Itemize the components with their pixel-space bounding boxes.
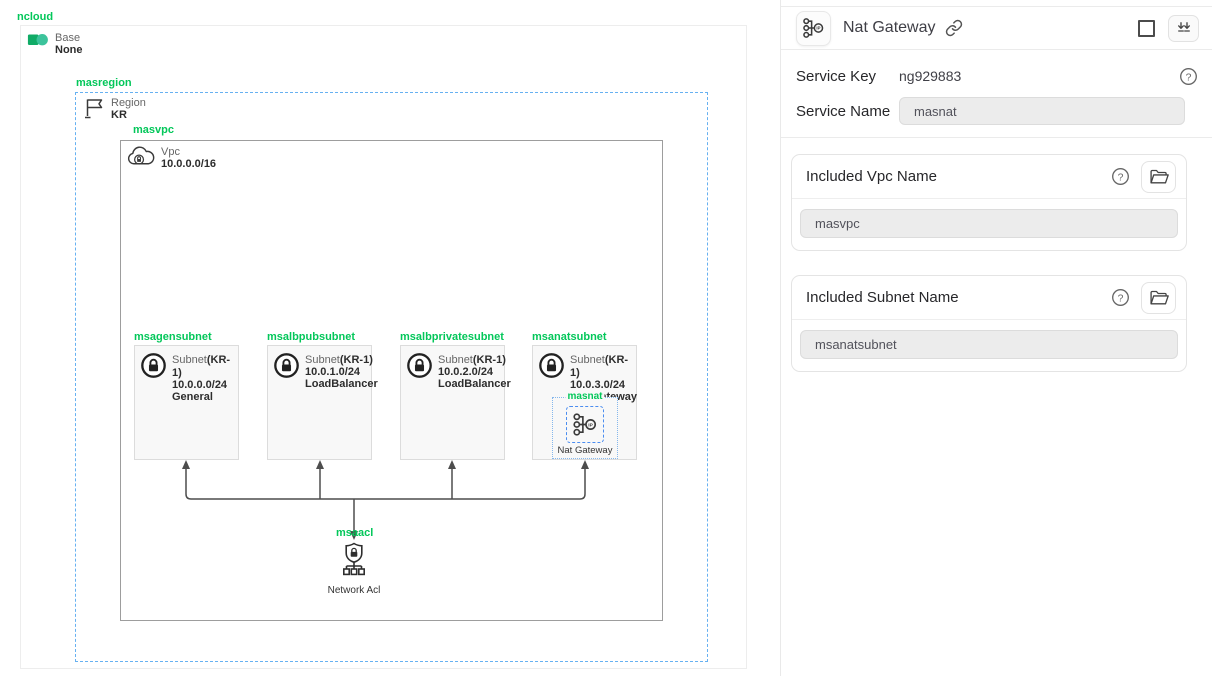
nat-group-label: masnat — [565, 391, 605, 403]
subnet-cidr: 10.0.1.0/24 — [305, 366, 361, 378]
base-node-value: None — [55, 44, 83, 56]
panel-header: IP Nat Gateway — [781, 7, 1212, 50]
subnet-label: Subnet — [305, 354, 340, 366]
vpc-node-value: 10.0.0.0/16 — [161, 158, 217, 170]
subnet-group-label: msalbpubsubnet — [267, 331, 356, 343]
subnet-purpose: General — [172, 391, 213, 403]
subnet-lock-icon — [273, 352, 300, 379]
svg-text:?: ? — [1186, 72, 1192, 83]
subnet-cidr: 10.0.3.0/24 — [570, 379, 626, 391]
help-circle-icon[interactable]: ? — [1111, 288, 1130, 307]
vpc-cloud-lock-icon — [126, 145, 155, 169]
subnet-lock-icon — [406, 352, 433, 379]
included-subnet-card-body — [792, 319, 1186, 371]
subnet-label: Subnet — [438, 354, 473, 366]
region-group-box[interactable] — [75, 92, 708, 662]
subnet-node[interactable]: Subnet(KR-1) 10.0.0.0/24 General — [134, 345, 239, 460]
service-key-row: Service Key ng929883 ? — [796, 61, 1198, 91]
subnet-cidr: 10.0.2.0/24 — [438, 366, 494, 378]
subnet-zone: (KR-1) — [172, 354, 231, 379]
subnet-group-label: msanatsubnet — [532, 331, 607, 343]
nat-gateway-icon: IP — [802, 17, 825, 39]
base-node[interactable]: Base None — [27, 31, 83, 56]
subnet-node[interactable]: Subnet(KR-1) 10.0.3.0/24 NATGateway masn… — [532, 345, 637, 460]
vpc-group-label: masvpc — [133, 124, 174, 136]
diagram-canvas[interactable]: ncloud Base None masregion — [0, 0, 780, 676]
acl-node-caption: Network Acl — [327, 585, 381, 596]
included-vpc-card: Included Vpc Name ? — [791, 154, 1187, 251]
subnet-purpose: LoadBalancer — [305, 378, 378, 390]
open-vpc-button[interactable] — [1141, 160, 1176, 193]
square-icon[interactable] — [1138, 19, 1155, 37]
subnet-label: Subnet — [172, 354, 207, 366]
ncloud-group-label: ncloud — [17, 11, 54, 23]
help-circle-icon[interactable]: ? — [1179, 67, 1198, 86]
nat-gateway-node[interactable]: masnat IP Nat Gateway — [552, 391, 618, 459]
collapse-all-icon — [1175, 20, 1193, 36]
folder-open-icon — [1149, 168, 1169, 186]
nat-gateway-chip: IP — [796, 10, 831, 46]
svg-text:IP: IP — [588, 422, 593, 428]
subnet-lock-icon — [140, 352, 167, 379]
acl-group-label: msaacl — [336, 527, 374, 539]
base-icon — [27, 31, 49, 49]
subnet-zone: (KR-1) — [570, 354, 629, 379]
svg-text:?: ? — [1118, 293, 1124, 304]
service-name-label: Service Name — [796, 102, 891, 120]
service-name-input[interactable] — [899, 97, 1185, 125]
region-flag-icon — [83, 96, 105, 120]
nat-gateway-icon-box[interactable]: IP — [566, 406, 604, 443]
included-subnet-card: Included Subnet Name ? — [791, 275, 1187, 372]
vpc-node-label: Vpc — [161, 146, 180, 158]
subnet-node[interactable]: Subnet(KR-1) 10.0.1.0/24 LoadBalancer — [267, 345, 378, 460]
panel-title: Nat Gateway — [843, 19, 936, 36]
nat-node-caption: Nat Gateway — [557, 445, 613, 456]
subnet-node[interactable]: Subnet(KR-1) 10.0.2.0/24 LoadBalancer — [400, 345, 511, 460]
vpc-node[interactable]: Vpc 10.0.0.0/16 — [126, 145, 216, 170]
open-subnet-button[interactable] — [1141, 281, 1176, 314]
subnet-zone: (KR-1) — [472, 354, 506, 366]
svg-text:IP: IP — [816, 26, 820, 31]
service-name-row: Service Name — [796, 96, 1198, 126]
subnet-purpose: LoadBalancer — [438, 378, 511, 390]
service-fields-section: Service Key ng929883 ? Service Name — [781, 50, 1212, 138]
subnet-cidr: 10.0.0.0/24 — [172, 379, 228, 391]
subnet-group-label: msagensubnet — [134, 331, 212, 343]
service-key-value: ng929883 — [899, 68, 962, 84]
help-circle-icon[interactable]: ? — [1111, 167, 1130, 186]
nat-gateway-icon: IP — [572, 412, 598, 437]
folder-open-icon — [1149, 289, 1169, 307]
base-node-label: Base — [55, 32, 81, 44]
region-group-label: masregion — [76, 77, 132, 89]
region-node-label: Region — [111, 97, 146, 109]
link-icon[interactable] — [945, 19, 963, 37]
included-subnet-input[interactable] — [800, 330, 1178, 359]
region-node-value: KR — [111, 109, 127, 121]
included-vpc-title: Included Vpc Name — [806, 168, 937, 185]
region-node[interactable]: Region KR — [83, 96, 146, 121]
properties-panel: IP Nat Gateway — [780, 0, 1212, 676]
included-subnet-card-header: Included Subnet Name ? — [792, 276, 1186, 319]
included-resources-section: Included Vpc Name ? — [781, 138, 1212, 372]
service-key-label: Service Key — [796, 67, 877, 85]
subnet-zone: (KR-1) — [339, 354, 373, 366]
subnet-label: Subnet — [570, 354, 605, 366]
subnet-group-label: msalbprivatesubnet — [400, 331, 504, 343]
included-subnet-title: Included Subnet Name — [806, 289, 959, 306]
collapse-all-button[interactable] — [1168, 14, 1199, 42]
included-vpc-card-body — [792, 198, 1186, 250]
included-vpc-card-header: Included Vpc Name ? — [792, 155, 1186, 198]
network-acl-node[interactable]: Network Acl — [314, 541, 394, 596]
included-vpc-input[interactable] — [800, 209, 1178, 238]
panel-top-strip — [781, 0, 1212, 7]
svg-text:?: ? — [1118, 172, 1124, 183]
subnet-lock-icon — [538, 352, 565, 379]
network-acl-icon — [337, 541, 371, 578]
